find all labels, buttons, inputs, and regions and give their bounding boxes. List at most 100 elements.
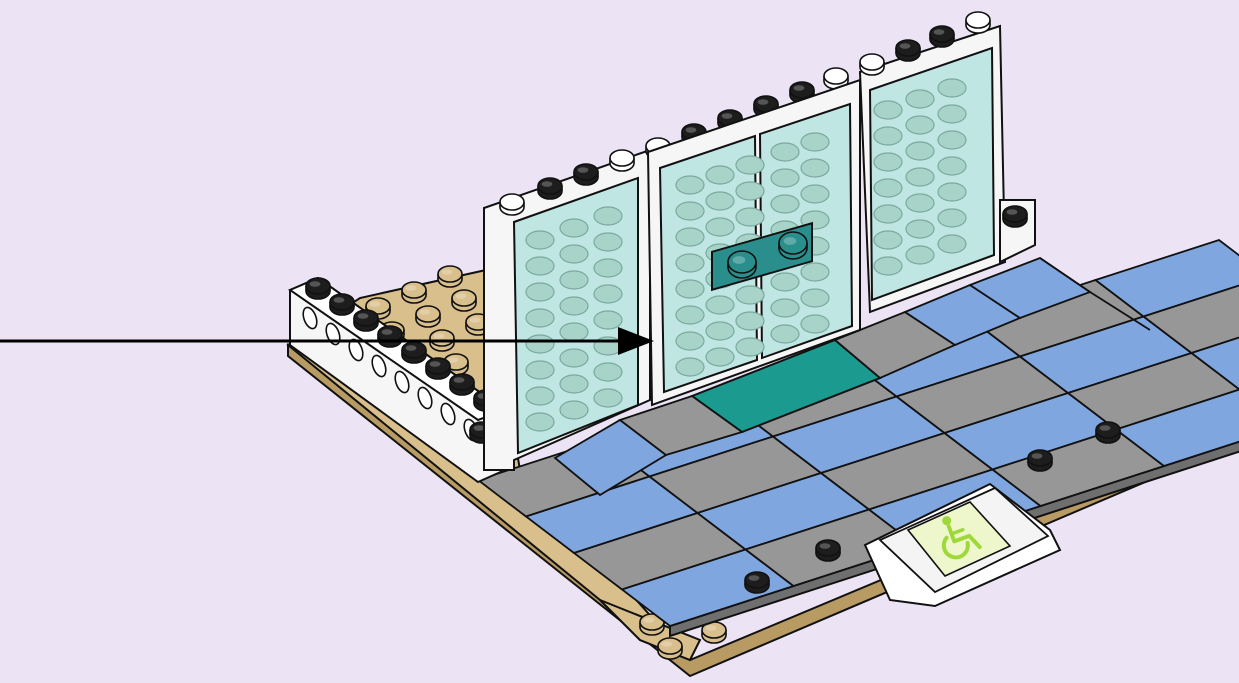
glass-stud	[526, 387, 554, 405]
glass-stud	[938, 235, 966, 253]
white-stud	[966, 12, 990, 33]
glass-stud	[676, 228, 704, 246]
glass-stud	[771, 169, 799, 187]
glass-stud	[526, 231, 554, 249]
glass-stud	[594, 207, 622, 225]
glass-stud	[771, 143, 799, 161]
black-stud	[306, 278, 330, 299]
glass-stud	[560, 349, 588, 367]
glass-stud	[938, 105, 966, 123]
glass-stud	[706, 166, 734, 184]
glass-stud	[560, 219, 588, 237]
door-knob-icon	[728, 251, 756, 278]
glass-stud	[874, 257, 902, 275]
tan-stud	[452, 290, 476, 311]
glass-stud	[906, 116, 934, 134]
black-stud	[426, 358, 450, 379]
glass-stud	[560, 297, 588, 315]
glass-stud	[736, 286, 764, 304]
glass-stud	[706, 192, 734, 210]
glass-stud	[560, 375, 588, 393]
black-stud	[354, 310, 378, 331]
glass-stud	[906, 246, 934, 264]
tan-stud	[438, 266, 462, 287]
glass-stud	[706, 218, 734, 236]
black-stud	[816, 540, 840, 561]
glass-stud	[938, 209, 966, 227]
glass-stud	[560, 401, 588, 419]
glass-stud	[801, 289, 829, 307]
black-stud	[1028, 450, 1052, 471]
glass-stud	[526, 413, 554, 431]
glass-stud	[736, 338, 764, 356]
glass-stud	[771, 273, 799, 291]
glass-stud	[736, 312, 764, 330]
glass-stud	[526, 361, 554, 379]
glass-stud	[526, 309, 554, 327]
black-stud	[450, 374, 474, 395]
glass-stud	[938, 79, 966, 97]
black-stud	[1096, 422, 1120, 443]
glass-stud	[676, 306, 704, 324]
glass-stud	[706, 322, 734, 340]
glass-stud	[906, 142, 934, 160]
glass-stud	[906, 168, 934, 186]
glass-stud	[676, 280, 704, 298]
glass-stud	[594, 259, 622, 277]
glass-stud	[938, 157, 966, 175]
glass-stud	[676, 202, 704, 220]
door-knob-icon	[779, 232, 807, 259]
black-stud	[1003, 206, 1027, 227]
glass-stud	[676, 332, 704, 350]
glass-stud	[736, 208, 764, 226]
tan-stud	[402, 282, 426, 303]
glass-stud	[736, 156, 764, 174]
tan-stud	[658, 638, 682, 659]
glass-stud	[801, 133, 829, 151]
black-stud	[930, 26, 954, 47]
glass-stud	[874, 127, 902, 145]
black-stud	[402, 342, 426, 363]
glass-stud	[526, 335, 554, 353]
glass-stud	[906, 220, 934, 238]
glass-stud	[706, 348, 734, 366]
glass-stud	[906, 194, 934, 212]
glass-stud	[594, 285, 622, 303]
black-stud	[745, 572, 769, 593]
glass-stud	[938, 183, 966, 201]
black-stud	[538, 178, 562, 199]
glass-stud	[594, 389, 622, 407]
glass-stud	[706, 296, 734, 314]
glass-stud	[801, 263, 829, 281]
glass-stud	[938, 131, 966, 149]
glass-stud	[560, 245, 588, 263]
glass-stud	[526, 257, 554, 275]
glass-stud	[676, 176, 704, 194]
glass-stud	[594, 363, 622, 381]
black-stud	[378, 326, 402, 347]
black-stud	[574, 164, 598, 185]
glass-stud	[526, 283, 554, 301]
glass-stud	[874, 153, 902, 171]
glass-stud	[874, 179, 902, 197]
glass-stud	[771, 195, 799, 213]
black-stud	[330, 294, 354, 315]
glass-stud	[771, 299, 799, 317]
white-stud	[500, 194, 524, 215]
white-stud	[610, 150, 634, 171]
glass-stud	[676, 254, 704, 272]
glass-stud	[560, 271, 588, 289]
glass-stud	[676, 358, 704, 376]
glass-stud	[874, 231, 902, 249]
glass-stud	[560, 323, 588, 341]
glass-stud	[801, 185, 829, 203]
glass-stud	[874, 205, 902, 223]
glass-stud	[906, 90, 934, 108]
glass-stud	[771, 325, 799, 343]
tan-stud	[416, 306, 440, 327]
glass-stud	[594, 233, 622, 251]
glass-stud	[736, 182, 764, 200]
glass-stud	[874, 101, 902, 119]
